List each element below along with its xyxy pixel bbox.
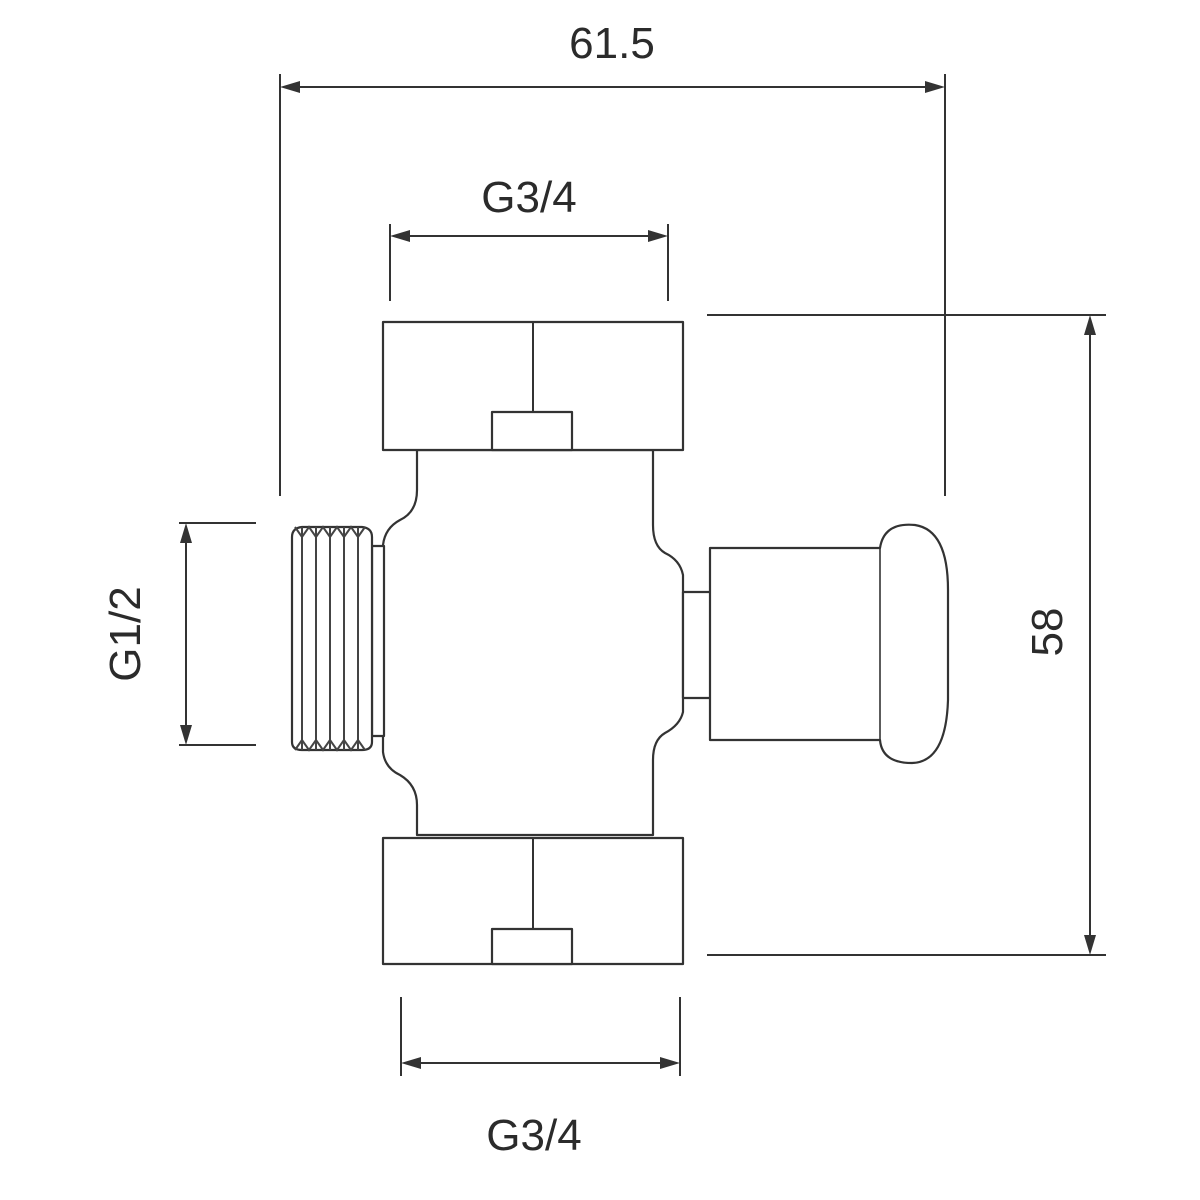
arrow-left	[390, 230, 410, 242]
dimension-overall-height: 58	[707, 314, 1106, 956]
stem-collar	[681, 590, 713, 700]
dimension-label-overall-width: 61.5	[569, 19, 655, 68]
arrow-bottom	[1084, 935, 1096, 955]
dimension-label-bottom-outlet: G3/4	[486, 1111, 581, 1160]
arrow-left	[280, 81, 300, 93]
top-nut-notch	[490, 410, 574, 452]
arrow-right	[648, 230, 668, 242]
bottom-nut-notch	[490, 927, 574, 966]
valve-handle-knob	[708, 523, 950, 765]
bottom-nut	[381, 836, 685, 966]
dimension-label-top-outlet: G3/4	[481, 173, 576, 222]
dimension-label-side-inlet: G1/2	[101, 586, 150, 681]
dimension-label-overall-height: 58	[1023, 608, 1072, 657]
dimension-bottom-outlet: G3/4	[400, 997, 681, 1160]
arrow-bottom	[180, 725, 192, 745]
arrow-top	[180, 523, 192, 543]
arrow-top	[1084, 315, 1096, 335]
dimension-top-outlet: G3/4	[389, 173, 669, 301]
dimension-side-inlet: G1/2	[101, 522, 256, 746]
dimension-overall-width: 61.5	[279, 19, 946, 496]
fitting-body	[381, 448, 685, 837]
top-nut	[381, 320, 685, 452]
arrow-right	[925, 81, 945, 93]
arrow-left	[401, 1057, 421, 1069]
thread-shoulder	[370, 544, 386, 738]
thread-profile	[294, 525, 366, 752]
arrow-right	[660, 1057, 680, 1069]
tee-fitting	[290, 320, 950, 966]
threaded-inlet	[290, 525, 386, 752]
thread-outline	[290, 525, 374, 752]
